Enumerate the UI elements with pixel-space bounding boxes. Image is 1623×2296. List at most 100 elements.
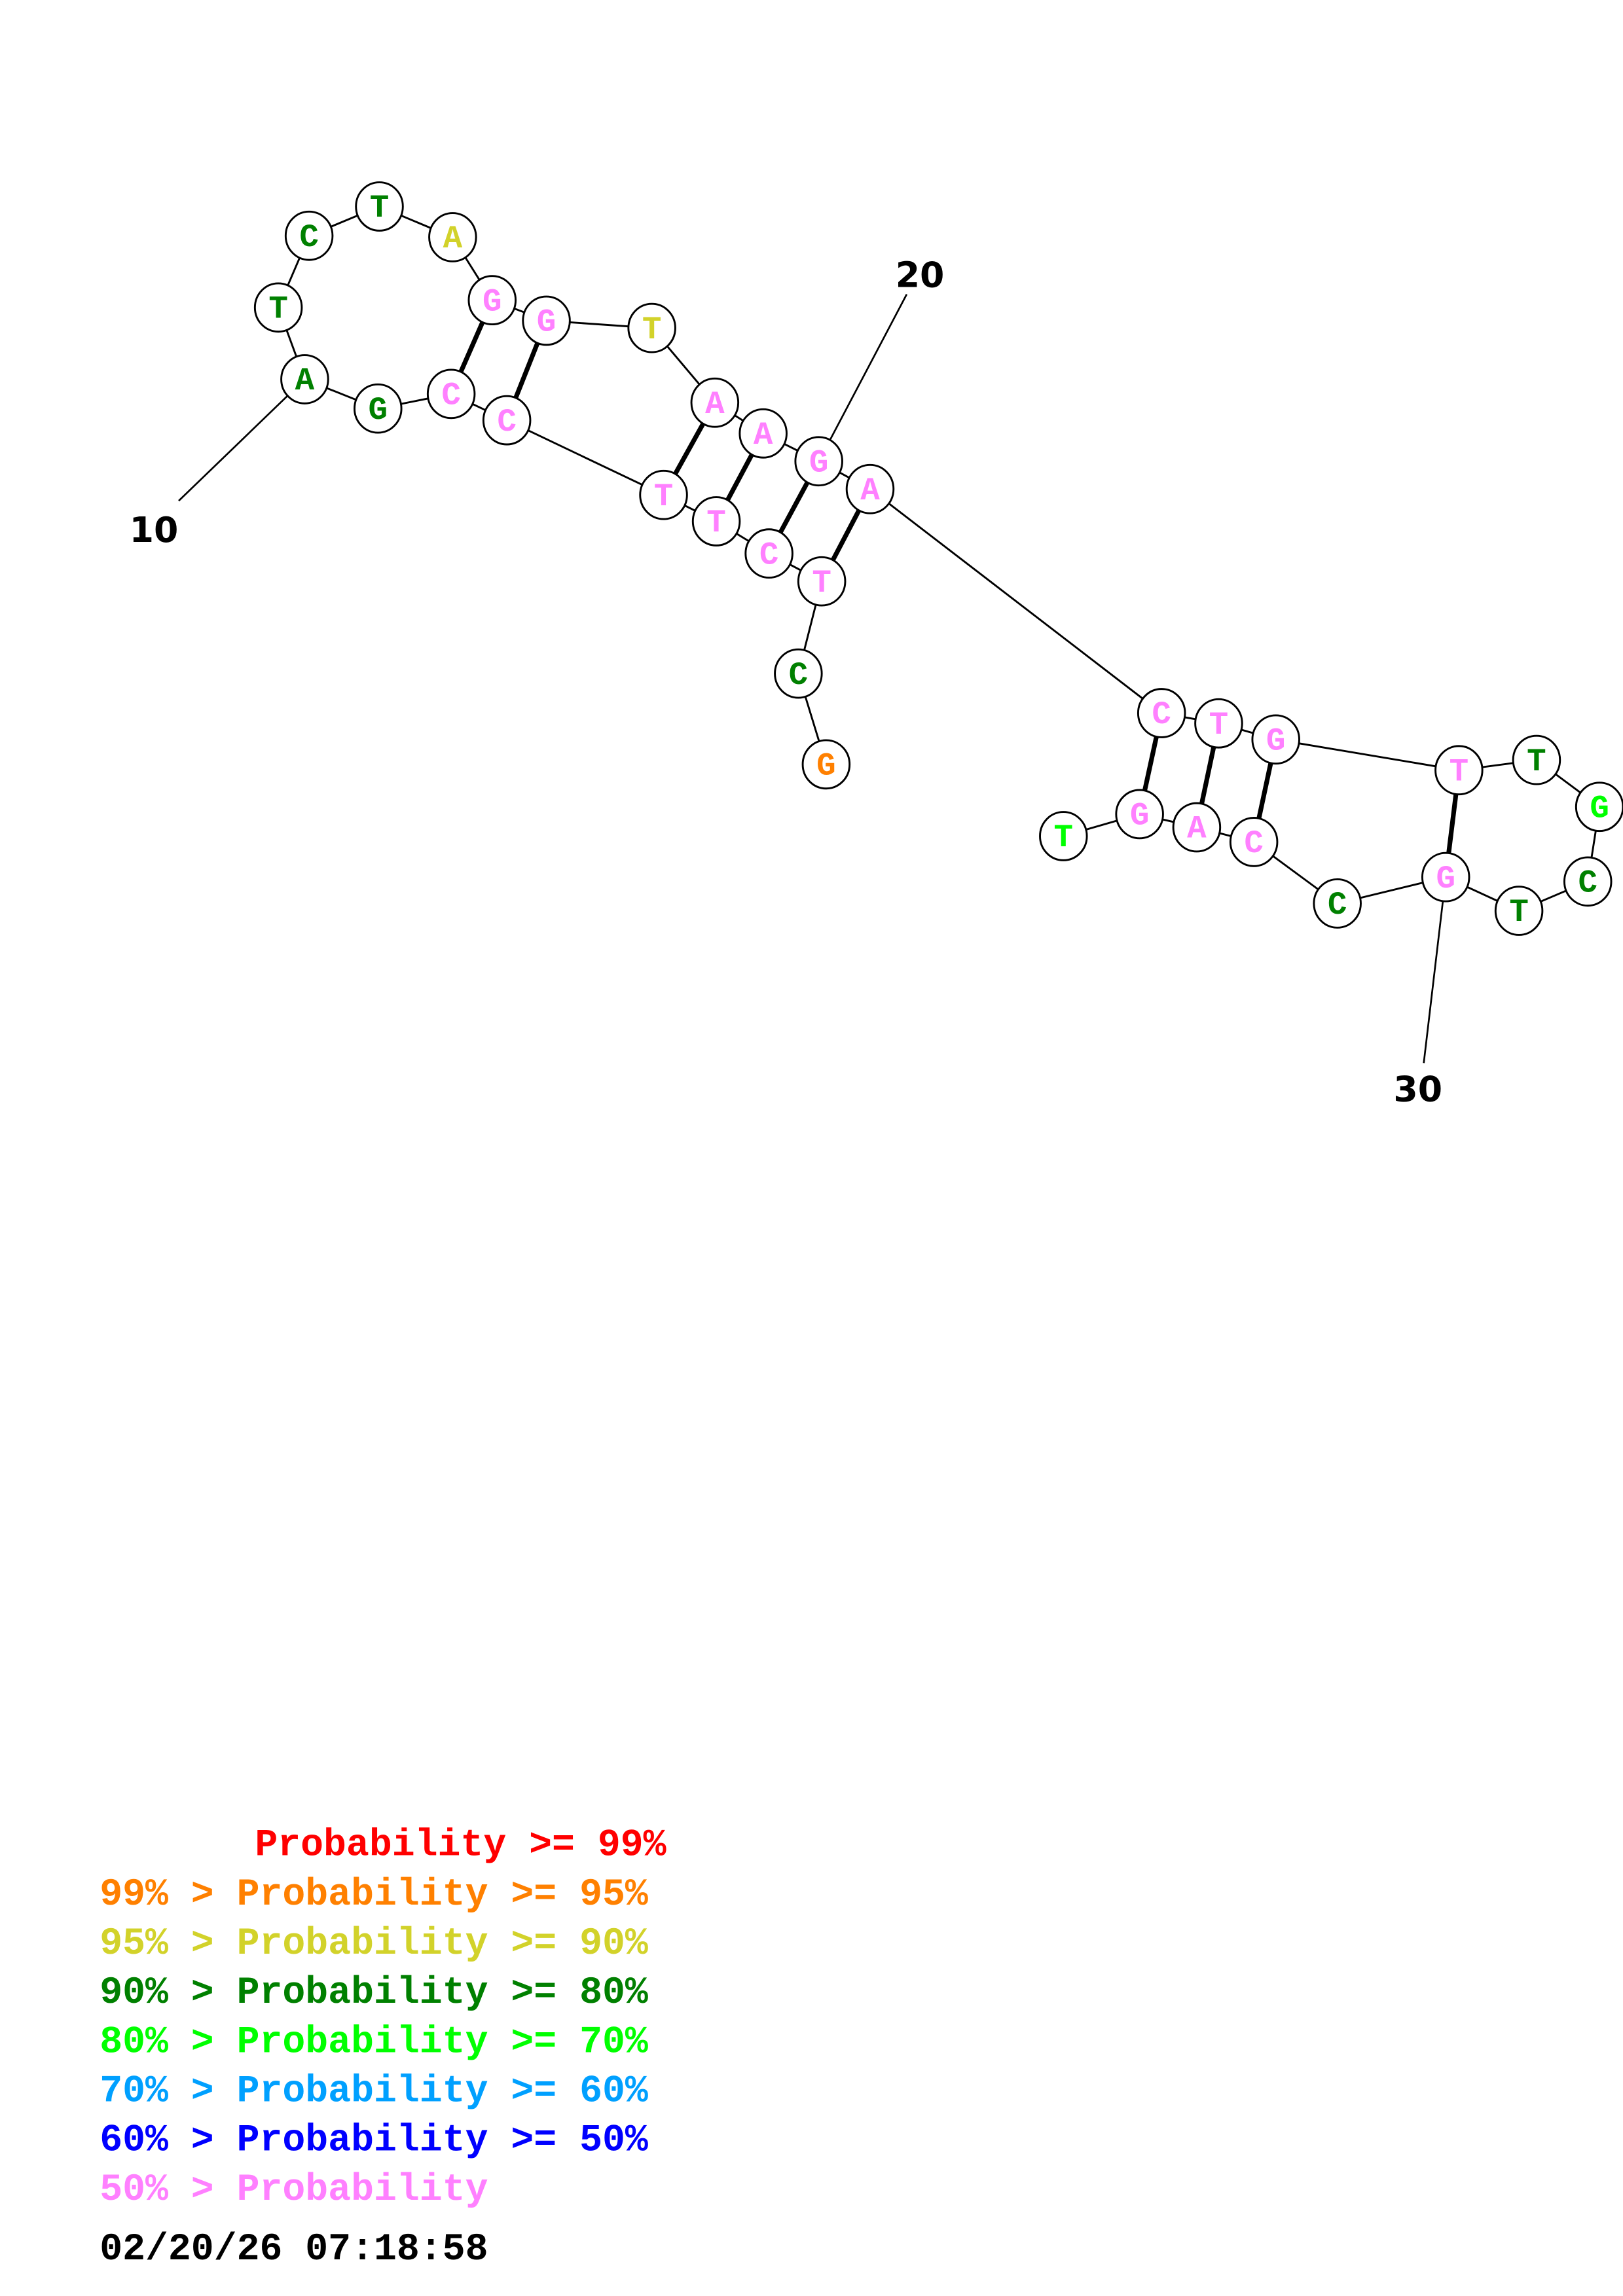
nucleotide-letter: G [1590, 790, 1609, 827]
nucleotide-letter: T [268, 291, 288, 327]
nucleotide-letter: C [759, 537, 779, 573]
nucleotide-node: C [744, 528, 793, 579]
nucleotide-node: T [639, 469, 688, 520]
nucleotide-circle [627, 302, 676, 353]
nucleotide-letter: A [754, 417, 773, 454]
nucleotide-circle [1194, 698, 1243, 749]
nucleotide-node: G [1115, 789, 1164, 840]
nucleotide-circle [1313, 878, 1362, 929]
nucleotide-letter: C [299, 219, 319, 256]
nucleotide-node: T [1512, 734, 1561, 785]
nucleotide-node: G [522, 295, 571, 346]
nucleotide-node: C [284, 210, 334, 261]
nucleotide-letter: A [705, 386, 725, 423]
nucleotide-circle [744, 528, 793, 579]
position-label-line [818, 294, 908, 462]
nucleotide-node: C [426, 368, 476, 420]
position-labels: 10 20 30 [130, 255, 1447, 1109]
nucleotide-letter: T [1054, 819, 1074, 856]
nucleotide-node: C [774, 648, 823, 699]
nucleotide-circle [280, 354, 329, 404]
nucleotide-node: G [1575, 781, 1623, 833]
nucleotide-node: G [1421, 852, 1470, 903]
nucleotide-circle [1229, 817, 1279, 867]
nucleotide-node: A [690, 377, 740, 428]
nucleotide-circle [774, 648, 823, 699]
legend-entry-pink: 50% > Probability [100, 2169, 488, 2212]
nucleotide-circle [1039, 811, 1088, 861]
nucleotide-circle [845, 463, 895, 514]
nucleotide-node: T [691, 496, 741, 547]
nucleotide-node: G [354, 383, 403, 434]
position-label: 20 [896, 255, 945, 296]
nucleotide-letter: C [789, 657, 809, 694]
nucleotide-circle [428, 212, 477, 262]
nucleotide-letter: G [537, 304, 556, 341]
probability-legend: Probability >= 99%99% > Probability >= 9… [100, 1825, 666, 2212]
position-label: 10 [130, 509, 179, 550]
nucleotide-letter: G [1436, 861, 1455, 897]
nucleotide-letter: C [1328, 887, 1347, 924]
legend-entry-sky: 70% > Probability >= 60% [100, 2070, 648, 2113]
nucleotide-circle [1251, 714, 1300, 765]
legend-entry-lime: 80% > Probability >= 70% [100, 2021, 648, 2064]
nucleotide-node: C [1137, 688, 1186, 738]
legend-entry-green: 90% > Probability >= 80% [100, 1972, 648, 2015]
nucleotide-letter: C [1244, 825, 1264, 862]
nucleotide-circle [797, 556, 847, 607]
nucleotide-node: G [801, 739, 851, 790]
nucleotide-node: G [794, 436, 843, 487]
nucleotide-letter: G [1266, 723, 1286, 759]
nucleotide-circle [801, 739, 851, 790]
nucleotide-circle [794, 436, 843, 487]
nucleotide-letter: G [483, 283, 502, 320]
nucleotide-circle [1563, 856, 1613, 907]
position-label: 30 [1393, 1068, 1442, 1109]
nucleotide-node: C [1563, 856, 1613, 907]
nucleotide-node: G [467, 275, 517, 326]
nucleotide-circle [354, 383, 403, 434]
nucleotide-node: G [1251, 714, 1300, 765]
nucleotide-letter: C [1152, 696, 1171, 733]
legend-entry-blue: 60% > Probability >= 50% [100, 2120, 648, 2162]
nucleotide-node: T [253, 282, 303, 333]
nucleotide-letter: A [295, 363, 315, 399]
nucleotide-letter: T [706, 505, 726, 541]
nucleotide-node: T [797, 556, 847, 607]
nucleotide-letter: A [443, 221, 463, 257]
nucleotide-letter: C [441, 377, 461, 414]
nucleotide-letter: T [654, 478, 674, 515]
nucleotide-letter: A [860, 473, 880, 509]
nucleotide-node: T [355, 181, 404, 232]
nucleotide-letter: G [809, 444, 829, 481]
nucleotide-letter: T [1450, 753, 1469, 790]
nucleotide-letter: T [1509, 894, 1529, 931]
nucleotide-circle [690, 377, 740, 428]
nucleotide-node: C [1313, 878, 1362, 929]
nucleotide-node: C [1229, 817, 1279, 867]
nucleotide-node: T [1039, 811, 1088, 861]
nucleotide-node: T [1434, 745, 1484, 796]
nucleotide-circle [1172, 802, 1222, 853]
nucleotide-circle [426, 368, 476, 420]
nucleotide-letter: G [1130, 798, 1150, 834]
nucleotide-circle [639, 469, 688, 520]
nucleotide-letter: T [1209, 707, 1229, 744]
position-label-line [1423, 876, 1447, 1064]
nucleotide-letter: T [370, 190, 390, 226]
nucleotide-node: A [1172, 802, 1222, 853]
nucleotide-circle [355, 181, 404, 232]
nucleotide-letter: A [1187, 811, 1207, 848]
nucleotide-letter: G [369, 392, 388, 429]
nucleotide-circle [253, 282, 303, 333]
nucleotide-circle [1115, 789, 1164, 840]
nucleotide-letter: C [497, 404, 517, 440]
nucleotide-circle [1494, 886, 1544, 936]
nucleotide-node: T [627, 302, 676, 353]
nucleotide-circle [739, 408, 788, 459]
legend-entry-orange: 99% > Probability >= 95% [100, 1874, 648, 1916]
nucleotide-node: A [280, 354, 329, 404]
nucleotide-circle [522, 295, 571, 346]
